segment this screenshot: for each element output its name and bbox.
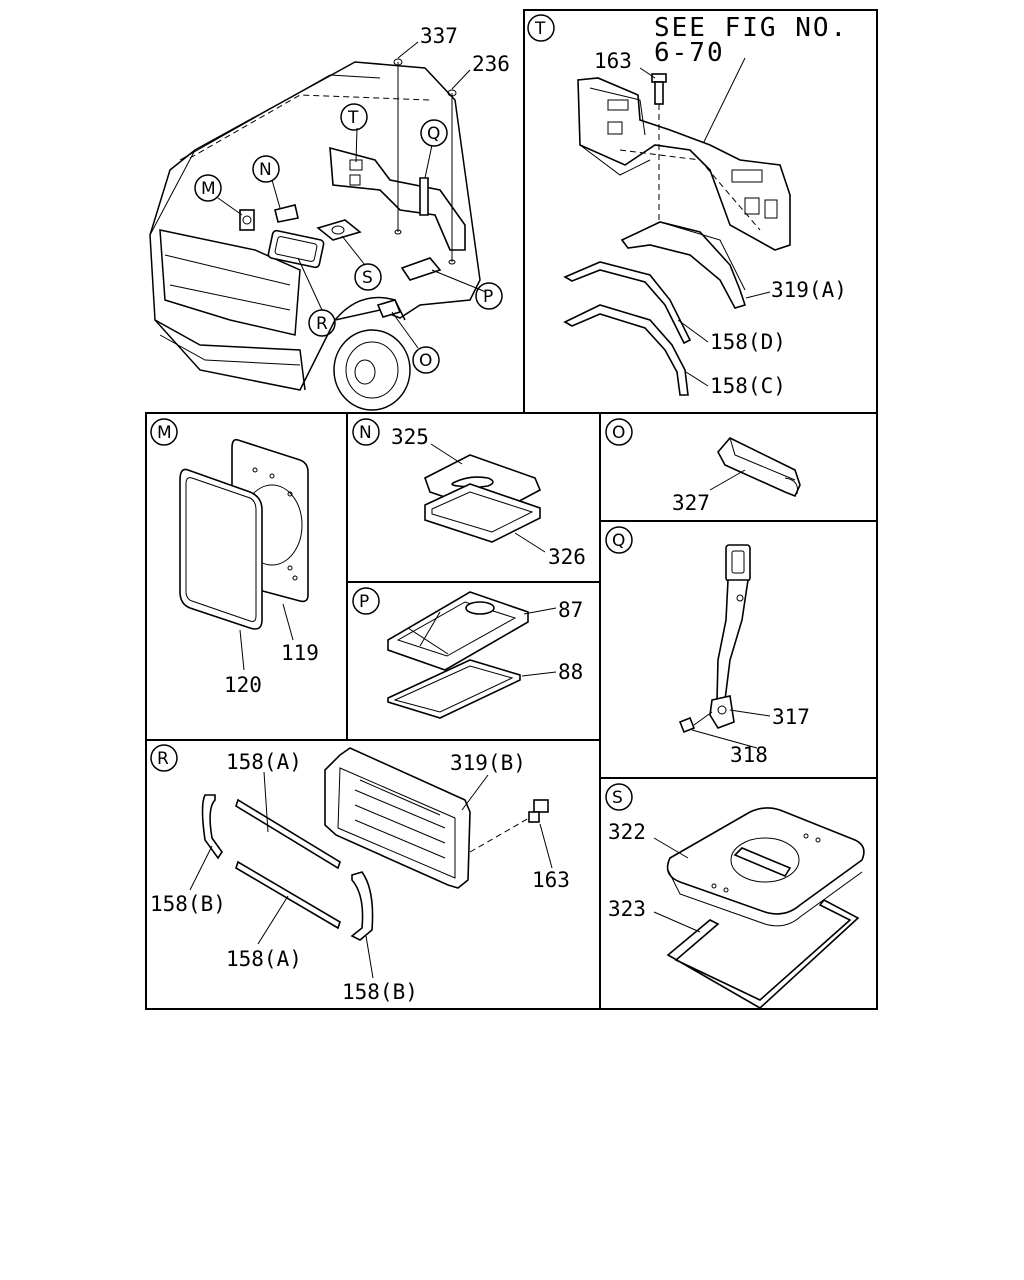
- callout-t: T: [527, 14, 555, 42]
- label-327: 327: [672, 491, 710, 515]
- label-87: 87: [558, 598, 583, 622]
- callout-q-overview: Q: [420, 119, 448, 147]
- callout-n: N: [352, 418, 380, 446]
- svg-text:R: R: [316, 314, 328, 334]
- see-fig-note-line1: SEE FIG NO.: [654, 13, 848, 43]
- label-322: 322: [608, 820, 646, 844]
- callout-p: P: [352, 587, 380, 615]
- svg-text:Q: Q: [612, 531, 625, 551]
- svg-text:Q: Q: [427, 124, 440, 144]
- see-fig-note-line2: 6-70: [654, 38, 725, 68]
- svg-text:O: O: [419, 351, 432, 371]
- panel-m-parts: [179, 438, 309, 671]
- callout-r: R: [150, 744, 178, 772]
- callout-n-overview: N: [252, 155, 280, 183]
- panel-p-parts: [387, 591, 557, 719]
- label-326: 326: [548, 545, 586, 569]
- panel-s-parts: [653, 807, 865, 1009]
- label-158b-left: 158(B): [150, 892, 226, 916]
- svg-text:P: P: [483, 287, 493, 307]
- svg-text:O: O: [612, 423, 625, 443]
- panel-n-parts: [424, 443, 546, 553]
- callout-q: Q: [605, 526, 633, 554]
- svg-text:S: S: [612, 788, 623, 808]
- callout-s: S: [605, 783, 633, 811]
- label-319b: 319(B): [450, 751, 526, 775]
- crossmember-assembly: [563, 67, 791, 396]
- callout-o: O: [605, 418, 633, 446]
- callout-r-overview: R: [308, 309, 336, 337]
- callout-m-overview: M: [194, 174, 222, 202]
- label-158c: 158(C): [710, 374, 786, 398]
- callout-s-overview: S: [354, 263, 382, 291]
- svg-text:T: T: [534, 19, 546, 39]
- label-325: 325: [391, 425, 429, 449]
- panel-q-parts: [678, 544, 771, 749]
- svg-text:M: M: [201, 179, 216, 199]
- label-323: 323: [608, 897, 646, 921]
- label-158d: 158(D): [710, 330, 786, 354]
- van-overview: [149, 41, 487, 411]
- svg-text:N: N: [259, 160, 272, 180]
- panel-o-parts: [709, 437, 801, 498]
- label-337: 337: [420, 24, 458, 48]
- label-318: 318: [730, 743, 768, 767]
- callout-m: M: [150, 418, 178, 446]
- see-fig-leader: [699, 57, 746, 151]
- label-119: 119: [281, 641, 319, 665]
- label-163-t: 163: [594, 49, 632, 73]
- svg-text:N: N: [359, 423, 372, 443]
- label-236: 236: [472, 52, 510, 76]
- callout-t-overview: T: [340, 103, 368, 131]
- label-163-r: 163: [532, 868, 570, 892]
- svg-text:R: R: [157, 749, 169, 769]
- panel-frames: [145, 9, 878, 1010]
- label-120: 120: [224, 673, 262, 697]
- panel-r-parts: [189, 747, 553, 979]
- label-88: 88: [558, 660, 583, 684]
- callout-o-overview: O: [412, 346, 440, 374]
- callout-p-overview: P: [475, 282, 503, 310]
- label-158a-top: 158(A): [226, 750, 302, 774]
- label-158a-bottom: 158(A): [226, 947, 302, 971]
- svg-text:S: S: [362, 268, 373, 288]
- svg-text:M: M: [157, 423, 172, 443]
- svg-text:P: P: [359, 592, 369, 612]
- label-158b-bottom: 158(B): [342, 980, 418, 1004]
- label-317: 317: [772, 705, 810, 729]
- label-319a: 319(A): [771, 278, 847, 302]
- svg-text:T: T: [347, 108, 359, 128]
